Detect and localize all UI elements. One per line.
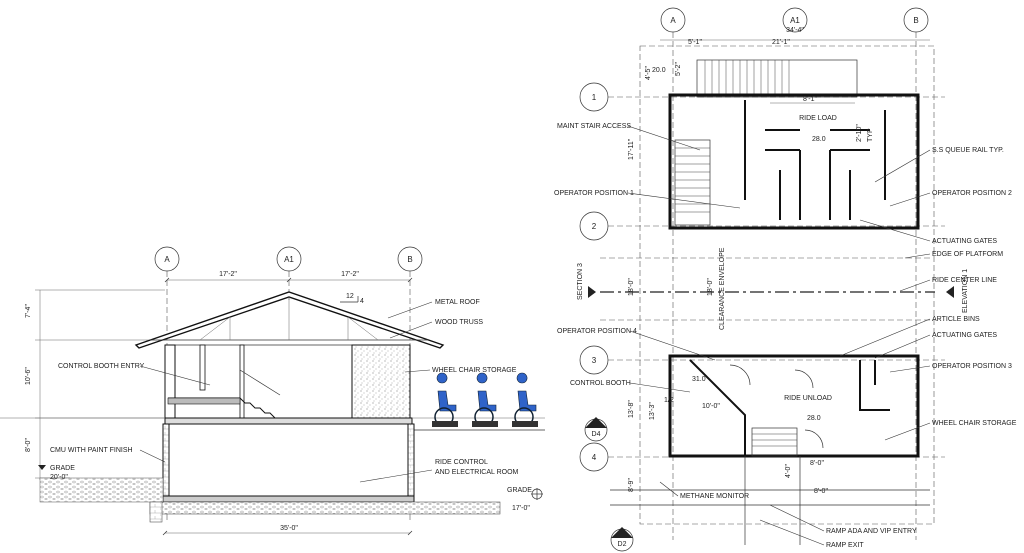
dim-plan-overall: 34'-4" [786, 27, 804, 34]
elev-e3: 31.0 [692, 376, 706, 383]
row-label: 1 [592, 93, 597, 102]
label-actuating-gates-bottom: ACTUATING GATES [932, 332, 997, 339]
dim-d7: 17'-11" [628, 138, 635, 160]
building-section: A A1 B 17'-2" 17'-2" 7'-4" 10'-6" 8'-0" [0, 246, 545, 536]
row-label: 4 [592, 453, 597, 462]
label-wood-truss: WOOD TRUSS [435, 319, 483, 326]
dim-d3: 4'-5" [645, 66, 652, 80]
dim-overall: 35'-0" [280, 525, 298, 532]
label-maint-stair: MAINT STAIR ACCESS [557, 123, 631, 130]
dim-d2: 21'-1" [772, 39, 790, 46]
grid-label: A [670, 16, 676, 25]
roof: 12 4 [134, 291, 445, 349]
label-queue-rail: S.S QUEUE RAIL TYP. [932, 147, 1004, 154]
plan-grid-a1: A1 34'-4" [782, 7, 808, 34]
label-wheelchair-storage: WHEEL CHAIR STORAGE [432, 367, 517, 374]
roof-pitch-run: 4 [360, 298, 364, 305]
dim-d13: 4'-0" [785, 464, 792, 478]
dim-d12: 8'-0" [810, 460, 824, 467]
plan-row-3: 3 [579, 345, 945, 375]
plan-grid-b: B [903, 7, 929, 540]
label-electrical-room: AND ELECTRICAL ROOM [435, 469, 519, 476]
label-grade-right: GRADE [507, 487, 532, 494]
roof-pitch-rise: 12 [346, 293, 354, 300]
grid-label: B [913, 16, 918, 25]
dim-d6: 2'-10" [856, 124, 863, 142]
label-article-bins: ARTICLE BINS [932, 316, 980, 323]
floor-plan: A A1 34'-4" B 5'-1" 21'-1" 1 2 3 [554, 7, 1017, 552]
label-grade-right-elev: 17'-0" [512, 505, 530, 512]
dim-d11: 13'-3" [649, 402, 656, 420]
label-right-tag: ELEVATION 1 [962, 269, 969, 313]
dim-d11-frac: 1/2 [664, 397, 674, 404]
label-plan-wheelchair: WHEEL CHAIR STORAGE [932, 420, 1017, 427]
grid-label: A1 [790, 16, 800, 25]
dim-d4: 5'-2" [675, 62, 682, 76]
label-ride-unload: RIDE UNLOAD [784, 395, 832, 402]
dim-wall-height: 10'-6" [25, 367, 32, 385]
plan-row-2: 2 [579, 211, 945, 241]
label-control-booth: CONTROL BOOTH [570, 380, 631, 387]
dim-d6-typ: TYP [867, 128, 874, 142]
label-ride-control: RIDE CONTROL [435, 459, 488, 466]
marker-d4-label: D4 [592, 431, 601, 438]
label-ramp-exit: RAMP EXIT [826, 542, 864, 549]
label-ride-center: RIDE CENTER LINE [932, 277, 997, 284]
label-edge-platform: EDGE OF PLATFORM [932, 251, 1003, 258]
label-ride-load: RIDE LOAD [799, 115, 837, 122]
section-marker-d2: D2 [610, 527, 634, 552]
label-op4: OPERATOR POSITION 4 [557, 328, 637, 335]
label-methane-monitor: METHANE MONITOR [680, 493, 749, 500]
dim-d8-inner: 18'-0" [707, 278, 714, 296]
label-ramp-ada: RAMP ADA AND VIP ENTRY [826, 528, 917, 535]
section-marker-d4: D4 [584, 417, 608, 442]
dim-roof-height: 7'-4" [25, 304, 32, 318]
label-op3: OPERATOR POSITION 3 [932, 363, 1012, 370]
grid-label: A [164, 255, 170, 264]
plan-row-1: 1 [579, 82, 945, 112]
label-op2: OPERATOR POSITION 2 [932, 190, 1012, 197]
dim-d5: 8'-1" [803, 96, 817, 103]
label-actuating-gates-top: ACTUATING GATES [932, 238, 997, 245]
label-metal-roof: METAL ROOF [435, 299, 480, 306]
marker-d2-label: D2 [618, 541, 627, 548]
dim-right-half: 17'-2" [341, 271, 359, 278]
dim-d15: 8'-9" [628, 478, 635, 492]
elev-e2: 28.0 [812, 136, 826, 143]
grid-label: A1 [284, 255, 294, 264]
elev-e4: 28.0 [807, 415, 821, 422]
dim-base-height: 8'-0" [25, 438, 32, 452]
dim-d9: 10'-0" [702, 403, 720, 410]
dim-d8: 18'-0" [628, 278, 635, 296]
label-grade-left: GRADE [50, 465, 75, 472]
row-label: 3 [592, 356, 597, 365]
label-booth-entry: CONTROL BOOTH ENTRY [58, 363, 145, 370]
elev-e1: 20.0 [652, 67, 666, 74]
label-grade-left-elev: 20'-0" [50, 474, 68, 481]
label-left-tag: SECTION 3 [577, 263, 584, 300]
wheelchair-icon [432, 372, 538, 427]
label-clearance: CLEARANCE ENVELOPE [719, 247, 726, 330]
plan-grid-a: A [660, 7, 686, 540]
label-op1: OPERATOR POSITION 1 [554, 190, 634, 197]
dim-left-half: 17'-2" [219, 271, 237, 278]
dim-d10: 13'-8" [628, 400, 635, 418]
section-grid-a1: A1 [276, 246, 302, 300]
dim-d1: 5'-1" [688, 39, 702, 46]
label-cmu: CMU WITH PAINT FINISH [50, 447, 133, 454]
row-label: 2 [592, 222, 597, 231]
grid-label: B [407, 255, 412, 264]
dim-d14: 8'-0" [814, 488, 828, 495]
